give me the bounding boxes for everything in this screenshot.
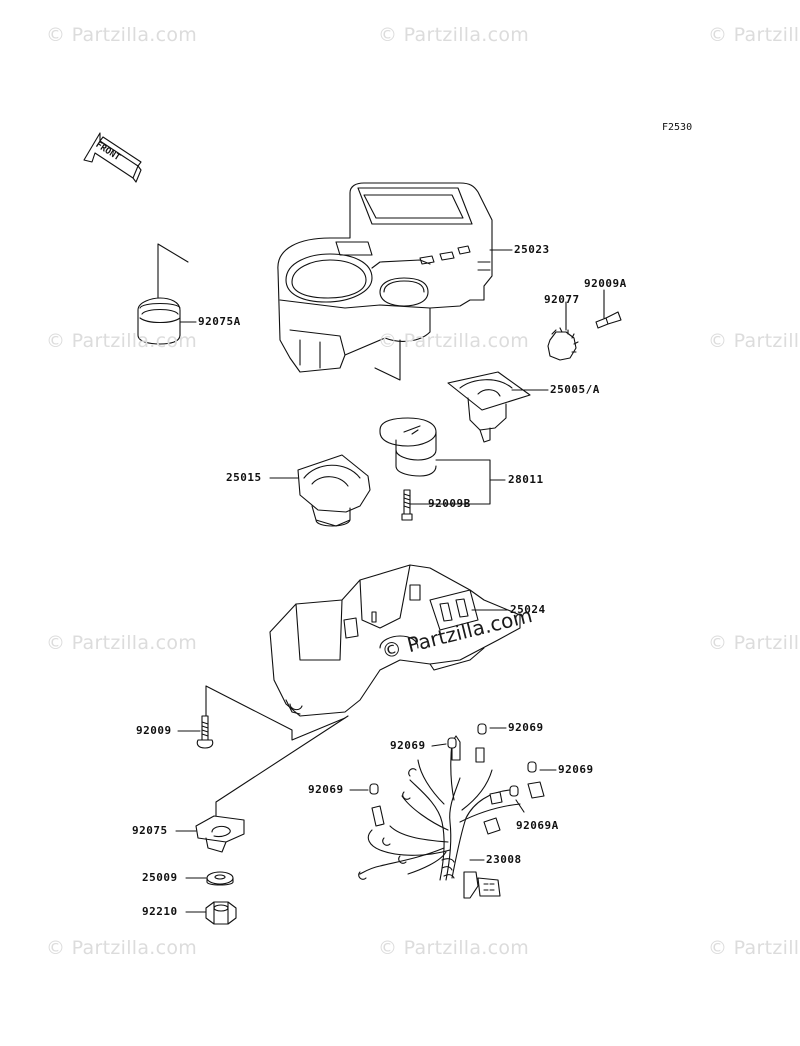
watermark: © Partzilla.com [46,632,198,654]
part-label-28011[interactable]: 28011 [508,473,544,486]
part-label-92075[interactable]: 92075 [132,824,168,837]
watermark: © Partzilla.com [708,24,800,46]
part-label-25023[interactable]: 25023 [514,243,550,256]
meter-cover-part [277,182,493,373]
part-label-92069-left-upper[interactable]: 92069 [390,739,426,752]
meter-25015-part [297,454,371,527]
part-label-25005A[interactable]: 25005/A [550,383,600,396]
leader-lines [175,249,605,913]
front-arrow-icon [83,132,142,183]
part-label-92009B[interactable]: 92009B [428,497,471,510]
screw-92009-part [196,715,214,749]
grommet-parts [369,723,537,797]
washer-25009-part [206,871,234,886]
screw-92009B-part [401,489,413,521]
part-label-92069A[interactable]: 92069A [516,819,559,832]
watermark: © Partzilla.com [46,937,198,959]
meter-case-25024-part [269,564,521,717]
part-label-92210[interactable]: 92210 [142,905,178,918]
watermark: © Partzilla.com [46,330,198,352]
nut-92210-part [205,901,237,925]
watermark: © Partzilla.com [708,632,800,654]
meter-28011-part [379,417,437,477]
part-label-92009[interactable]: 92009 [136,724,172,737]
gear-92077-part [547,327,579,361]
part-label-92077[interactable]: 92077 [544,293,580,306]
watermark: © Partzilla.com [378,937,530,959]
part-label-92069-right[interactable]: 92069 [558,763,594,776]
watermark: © Partzilla.com [708,330,800,352]
harness-23008-part [358,735,545,899]
part-label-92009A[interactable]: 92009A [584,277,627,290]
gauge-25005-part [447,371,531,443]
bolt-92009A-part [595,311,622,329]
part-label-25009[interactable]: 25009 [142,871,178,884]
part-label-23008[interactable]: 23008 [486,853,522,866]
watermark: © Partzilla.com [378,330,530,352]
part-label-25024[interactable]: 25024 [510,603,546,616]
part-label-92075A[interactable]: 92075A [198,315,241,328]
watermark: © Partzilla.com [708,937,800,959]
watermark: © Partzilla.com [46,24,198,46]
watermark: © Partzilla.com [378,24,530,46]
part-label-25015[interactable]: 25015 [226,471,262,484]
cap-92075A-part [137,297,181,345]
bracket-92075-part [195,815,245,853]
part-label-92069-top[interactable]: 92069 [508,721,544,734]
figure-code: F2530 [662,122,693,133]
part-label-92069-left[interactable]: 92069 [308,783,344,796]
